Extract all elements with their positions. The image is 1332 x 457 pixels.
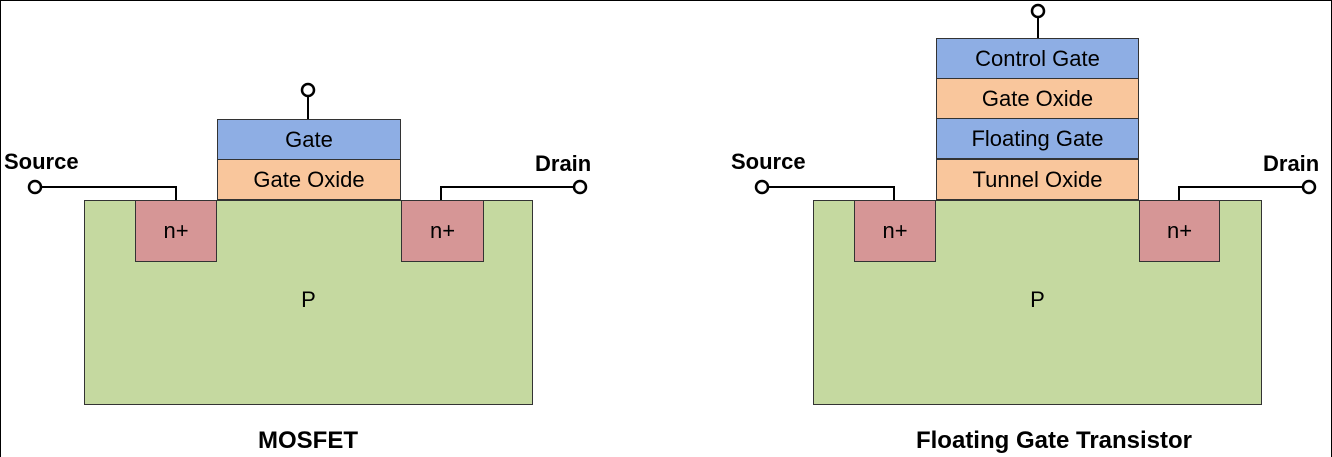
mosfet-title: MOSFET (258, 427, 358, 454)
mosfet-drain-region: n+ (401, 200, 484, 262)
fg-source-wire (769, 186, 895, 200)
fg-tunnel-oxide-label: Tunnel Oxide (972, 166, 1103, 192)
mosfet-source-region: n+ (135, 200, 217, 262)
mosfet-gate-oxide: Gate Oxide (217, 159, 401, 200)
fg-title: Floating Gate Transistor (915, 427, 1193, 454)
fg-tunnel-oxide: Tunnel Oxide (936, 159, 1139, 200)
mosfet-gate-label: Gate (285, 126, 333, 152)
fg-control-gate-label: Control Gate (975, 45, 1100, 71)
fg-drain-terminal-icon (1301, 179, 1317, 195)
fg-source-region: n+ (854, 200, 936, 262)
fg-gate-terminal-icon (1030, 3, 1046, 19)
fg-gate-oxide: Gate Oxide (936, 78, 1139, 119)
fg-drain-wire (1178, 186, 1303, 200)
mosfet-drain-region-label: n+ (429, 218, 456, 243)
fg-drain-region: n+ (1139, 200, 1220, 262)
mosfet-source-region-label: n+ (163, 218, 189, 243)
fg-gate-oxide-label: Gate Oxide (981, 85, 1094, 111)
fg-source-label: Source (731, 149, 806, 174)
fg-source-terminal-icon (754, 179, 770, 195)
mosfet-drain-label: Drain (535, 151, 592, 176)
mosfet-drain-terminal-icon (572, 179, 588, 195)
fg-drain-region-label: n+ (1166, 218, 1193, 243)
mosfet-source-label: Source (4, 149, 79, 174)
mosfet-drain-wire (440, 186, 573, 200)
mosfet-source-terminal-icon (27, 179, 43, 195)
fg-floating-gate-label: Floating Gate (971, 125, 1104, 151)
fg-floating-gate: Floating Gate (936, 118, 1139, 159)
fg-drain-label: Drain (1263, 151, 1320, 176)
fg-control-gate: Control Gate (936, 38, 1139, 79)
fg-substrate-label: P (1030, 287, 1045, 312)
fg-source-region-label: n+ (882, 218, 908, 243)
mosfet-gate-oxide-label: Gate Oxide (253, 166, 365, 192)
mosfet-gate: Gate (217, 119, 401, 160)
mosfet-gate-terminal-icon (300, 82, 316, 98)
mosfet-source-wire (42, 186, 177, 200)
mosfet-substrate-label: P (301, 287, 316, 312)
